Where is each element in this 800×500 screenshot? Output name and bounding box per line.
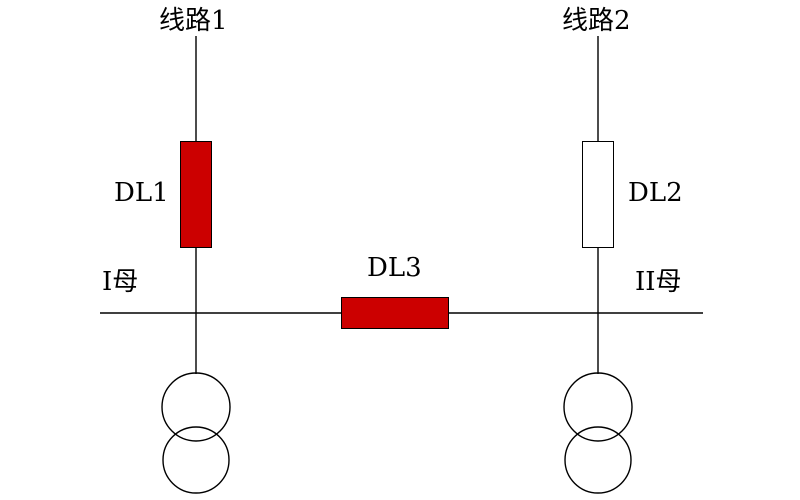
bus2-label: II母 — [635, 267, 682, 297]
breaker-dl1-icon — [180, 141, 212, 248]
bus1-label: I母 — [102, 267, 139, 297]
transformer-1-top-coil-icon — [161, 372, 231, 442]
breaker-dl2-label: DL2 — [628, 178, 683, 208]
line2-label: 线路2 — [562, 6, 631, 36]
breaker-dl3-icon — [341, 297, 449, 329]
breaker-dl3-label: DL3 — [367, 253, 422, 283]
breaker-dl1-label: DL1 — [114, 178, 169, 208]
line1-label: 线路1 — [159, 6, 228, 36]
transformer-2-bottom-coil-icon — [564, 426, 632, 494]
transformer-2-top-coil-icon — [563, 372, 633, 442]
breaker-dl2-icon — [582, 141, 614, 248]
transformer-1-bottom-coil-icon — [162, 426, 230, 494]
